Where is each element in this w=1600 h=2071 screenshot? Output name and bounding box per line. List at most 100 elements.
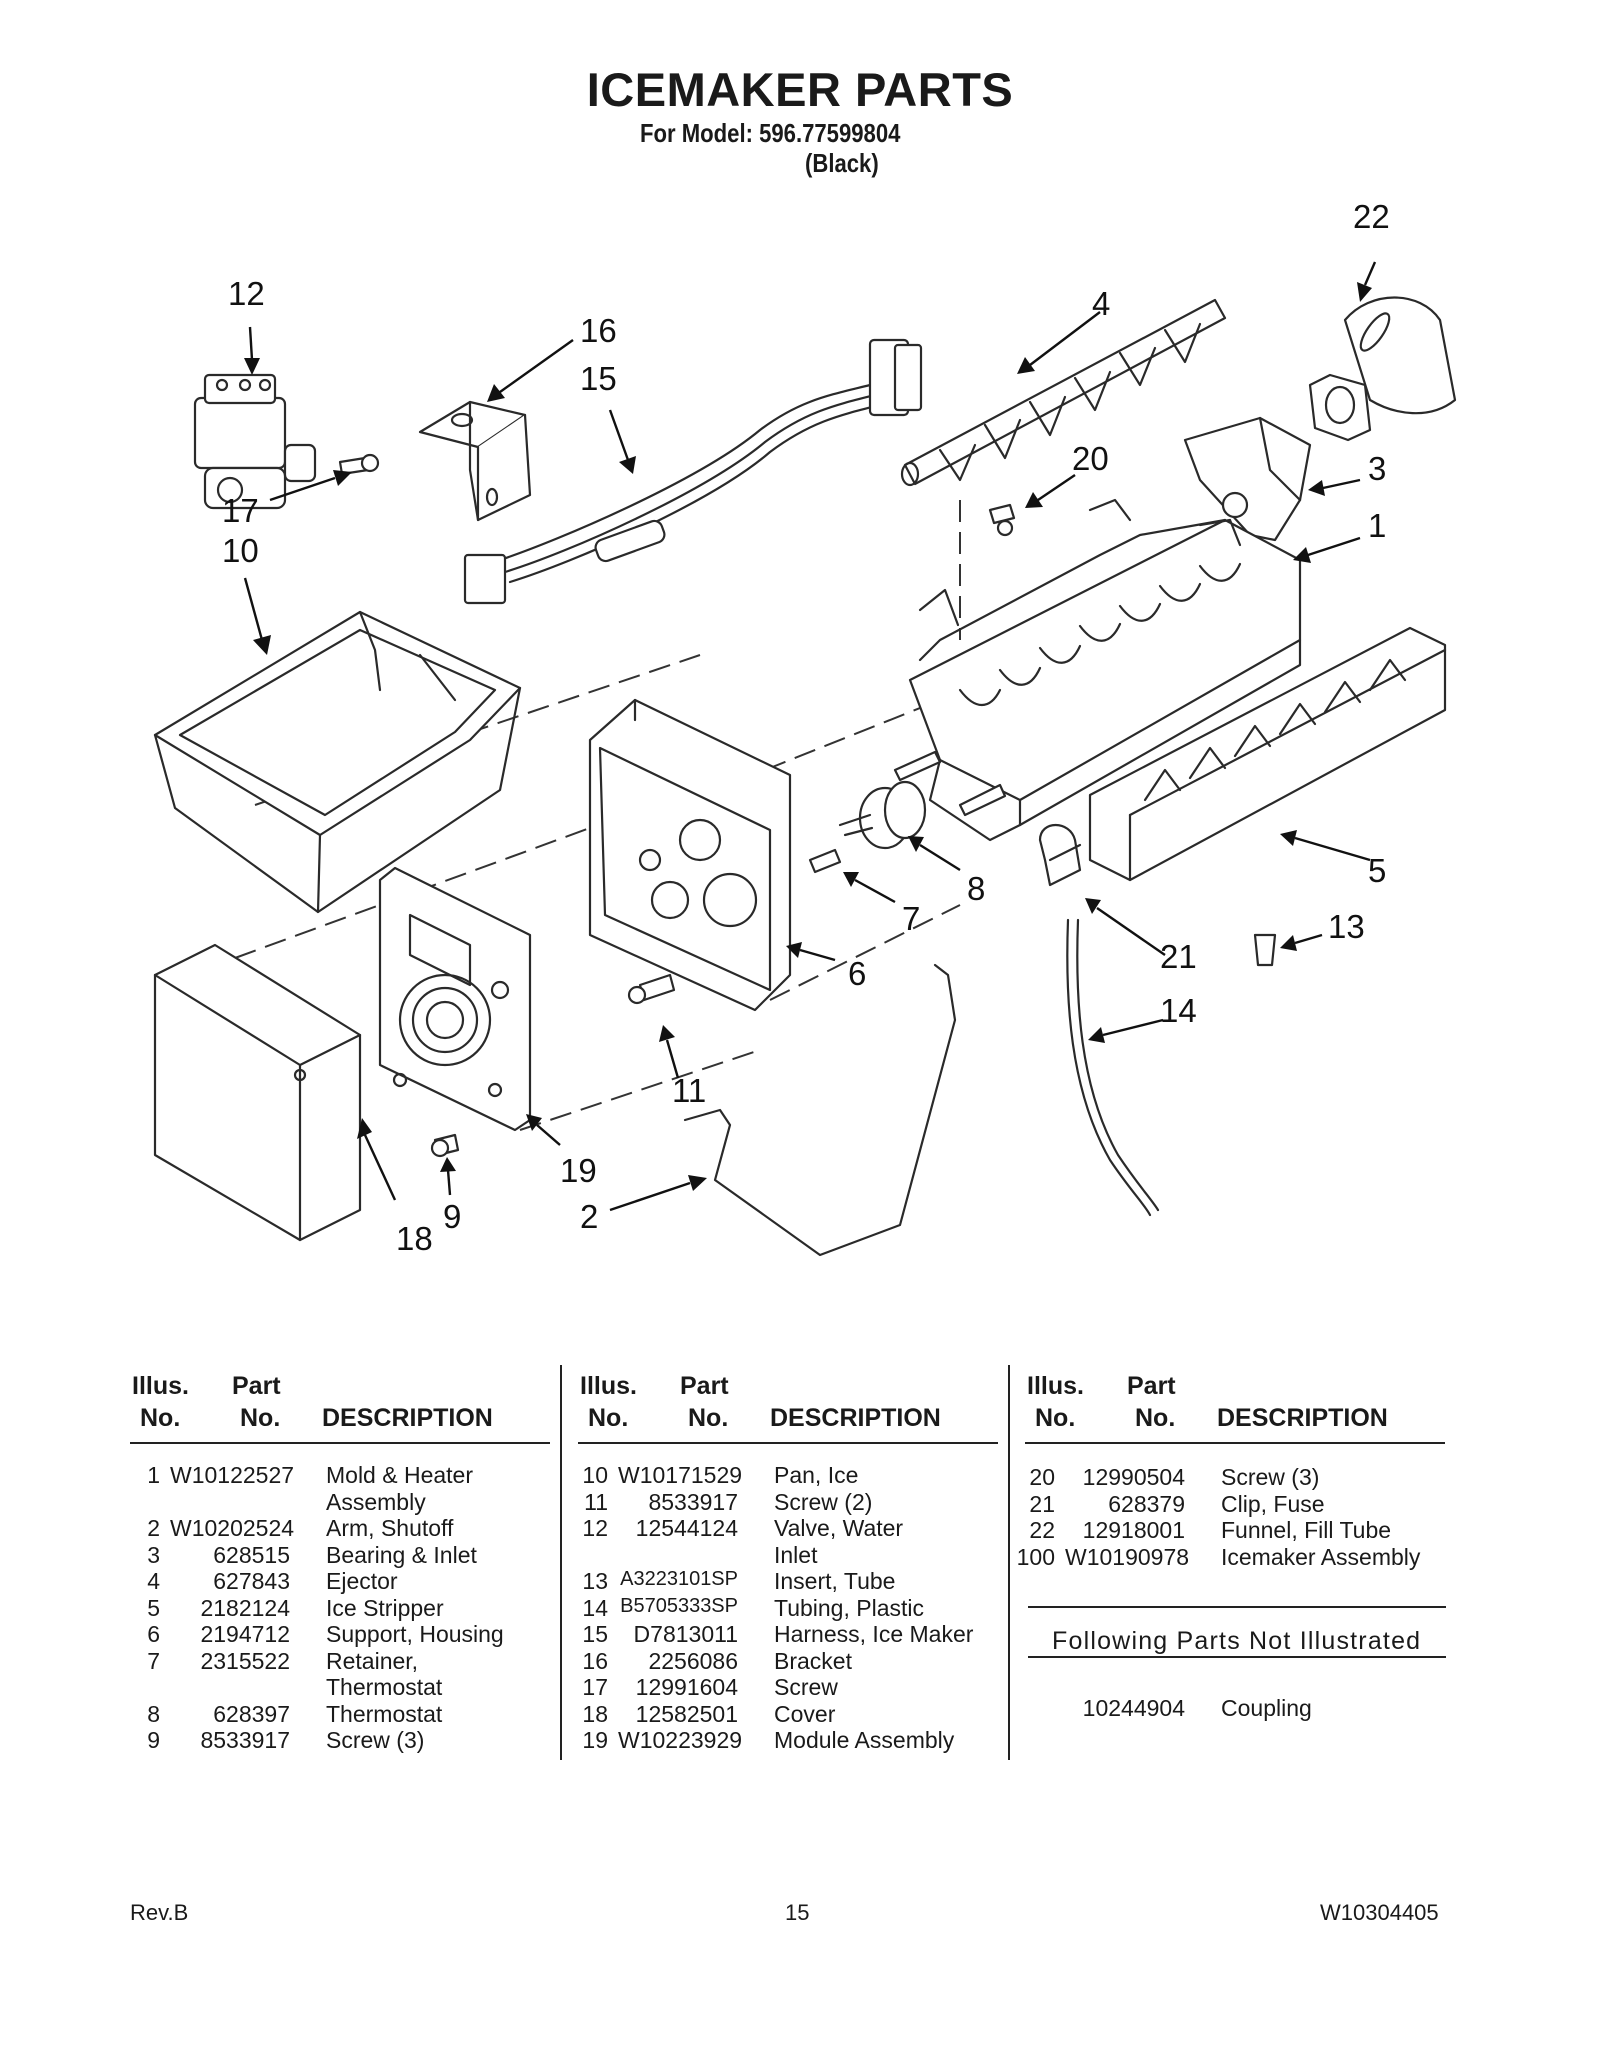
- header-description: DESCRIPTION: [770, 1404, 941, 1432]
- header-description: DESCRIPTION: [322, 1404, 493, 1432]
- callout: 5: [1368, 852, 1386, 889]
- callout: 22: [1353, 198, 1390, 235]
- table-header: Illus. No. Part No. DESCRIPTION: [130, 1372, 550, 1444]
- mold-heater-drawing: [908, 498, 1302, 842]
- bearing-inlet-drawing: [1183, 416, 1312, 542]
- fuse-clip-drawing: [1038, 824, 1082, 887]
- header-part-no: No.: [1135, 1404, 1176, 1432]
- ice-stripper-drawing: [1088, 626, 1447, 882]
- plastic-tubing-drawing: [1066, 918, 1160, 1217]
- module-assembly-drawing: [378, 866, 532, 1132]
- header-part-no: No.: [240, 1404, 281, 1432]
- table-header: Illus. No. Part No. DESCRIPTION: [1025, 1372, 1445, 1444]
- table-row: Inlet: [774, 1541, 818, 1568]
- callout: 16: [580, 312, 617, 349]
- callout: 14: [1160, 992, 1197, 1029]
- column-divider: [1008, 1365, 1010, 1760]
- heater-terminals-drawing: [893, 750, 1007, 817]
- retainer-drawing: [808, 848, 842, 874]
- shutoff-arm-drawing: [683, 963, 957, 1257]
- cover-drawing: [153, 943, 362, 1242]
- table-row: Thermostat: [326, 1674, 443, 1700]
- not-illustrated-row: 10244904 Coupling: [1082, 1695, 1312, 1721]
- model-number: For Model: 596.77599804: [640, 118, 901, 148]
- callout: 15: [580, 360, 617, 397]
- header-illus: Illus.: [132, 1372, 189, 1400]
- callout: 13: [1328, 908, 1365, 945]
- header-illus-no: No.: [1035, 1404, 1076, 1432]
- callout: 17: [222, 492, 259, 529]
- callout: 2: [580, 1198, 598, 1235]
- callout: 7: [902, 900, 920, 937]
- callout: 19: [560, 1152, 597, 1189]
- bracket-drawing: [418, 400, 532, 522]
- table-row: Assembly: [326, 1488, 426, 1515]
- callout: 20: [1072, 440, 1109, 477]
- header-part: Part: [680, 1372, 729, 1400]
- header-part: Part: [232, 1372, 281, 1400]
- screw-17-drawing: [338, 453, 380, 476]
- screw-11-drawing: [627, 973, 676, 1005]
- callout: 1: [1368, 507, 1386, 544]
- page-title: ICEMAKER PARTS: [586, 63, 1014, 116]
- header-illus: Illus.: [1027, 1372, 1084, 1400]
- column-divider: [560, 1365, 562, 1760]
- callout: 21: [1160, 938, 1197, 975]
- header-description: DESCRIPTION: [1217, 1404, 1388, 1432]
- not-illustrated-heading: Following Parts Not Illustrated: [1052, 1627, 1422, 1655]
- callout: 11: [672, 1072, 706, 1109]
- exploded-parts-diagram: 12 16 15 17 10 4 22 20 3 1 8 7 6 5 21 13…: [153, 198, 1457, 1257]
- tube-insert-drawing: [1253, 933, 1277, 967]
- callout: 12: [228, 275, 265, 312]
- wire-harness-drawing: [463, 338, 923, 605]
- header-part: Part: [1127, 1372, 1176, 1400]
- housing-support-drawing: [588, 698, 792, 1012]
- divider-line: [1028, 1656, 1446, 1658]
- document-number: W10304405: [1320, 1900, 1439, 1925]
- callout: 10: [222, 532, 259, 569]
- header-illus: Illus.: [580, 1372, 637, 1400]
- ejector-drawing: [900, 298, 1227, 487]
- callout: 4: [1092, 285, 1110, 322]
- header-part-no: No.: [688, 1404, 729, 1432]
- thermostat-drawing: [838, 780, 927, 850]
- callout: 8: [967, 870, 985, 907]
- header-illus-no: No.: [140, 1404, 181, 1432]
- callout: 6: [848, 955, 866, 992]
- revision: Rev.B: [130, 1900, 189, 1925]
- leader-lines: [243, 261, 1377, 1212]
- page-number: 15: [785, 1900, 810, 1925]
- screw-20-drawing: [988, 503, 1016, 537]
- divider-line: [1028, 1606, 1446, 1608]
- screw-9-drawing: [430, 1133, 460, 1158]
- ice-pan-drawing: [153, 610, 522, 914]
- header-illus-no: No.: [588, 1404, 629, 1432]
